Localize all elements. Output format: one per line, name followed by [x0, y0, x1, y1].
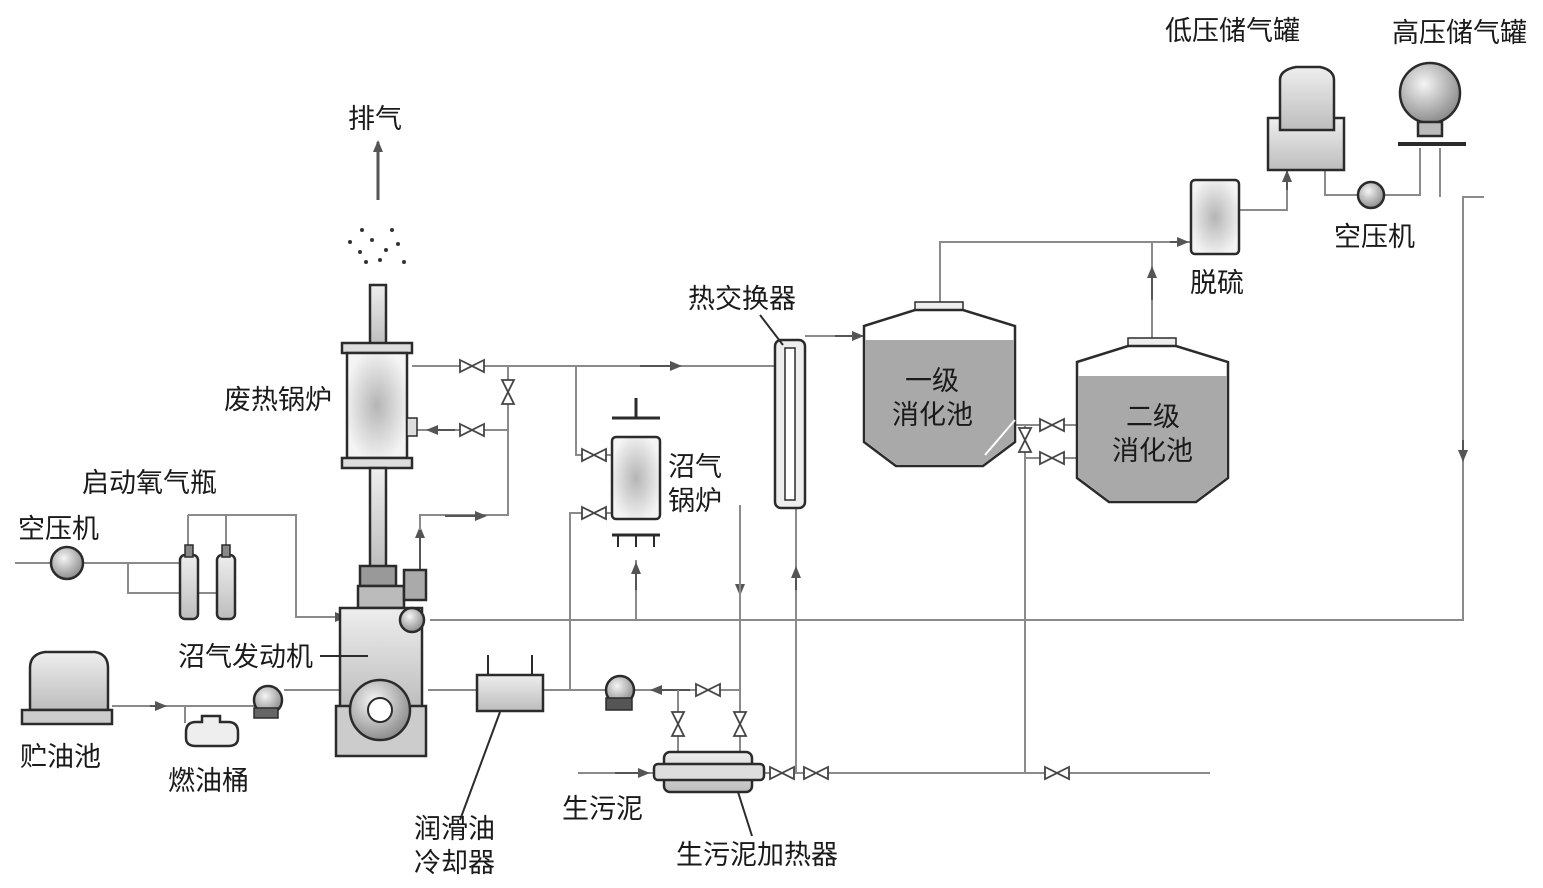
- sludge-heater: [652, 750, 766, 794]
- label-digester2-line1: 二级: [1126, 402, 1180, 433]
- heat-exchanger: [773, 338, 807, 510]
- oil-tank: [20, 650, 114, 726]
- exhaust-smoke: [348, 228, 406, 264]
- exchanger-leader-line: [759, 314, 784, 346]
- label-digester2-line2: 消化池: [1112, 436, 1193, 467]
- circulation-pump-icon: [604, 674, 636, 711]
- label-exhaust: 排气: [348, 104, 402, 135]
- label-low-pressure-tank: 低压储气罐: [1165, 16, 1300, 47]
- label-raw-sludge: 生污泥: [562, 794, 643, 825]
- label-biogas-engine: 沼气发动机: [178, 642, 313, 673]
- fuel-pump-icon: [252, 684, 284, 719]
- label-air-compressor-right: 空压机: [1334, 222, 1415, 253]
- low-pressure-gas-tank: [1266, 65, 1346, 172]
- label-lube-cooler-line2: 冷却器: [414, 848, 495, 879]
- label-sludge-heater: 生污泥加热器: [676, 840, 838, 871]
- label-biogas-boiler-line2: 锅炉: [668, 486, 722, 517]
- label-desulfur: 脱硫: [1190, 268, 1244, 299]
- label-heat-exchanger: 热交换器: [688, 284, 796, 315]
- label-digester1-line1: 一级: [905, 366, 959, 397]
- desulfurizer: [1189, 178, 1241, 256]
- air-compressor-right-icon: [1356, 180, 1386, 210]
- biogas-boiler: [610, 398, 662, 547]
- label-biogas-boiler-line1: 沼气: [668, 452, 722, 483]
- label-high-pressure-tank: 高压储气罐: [1392, 18, 1527, 49]
- label-fuel-drum: 燃油桶: [168, 766, 249, 797]
- air-compressor-left-icon: [49, 545, 85, 581]
- heater-leader-line: [737, 791, 753, 837]
- pipe-network: [15, 140, 1484, 778]
- high-pressure-gas-tank: [1398, 61, 1466, 146]
- fuel-drum: [184, 714, 240, 748]
- valves: [459, 358, 1070, 781]
- biogas-engine: [334, 564, 428, 758]
- label-air-compressor-left: 空压机: [18, 514, 99, 545]
- label-start-oxygen: 启动氧气瓶: [82, 468, 217, 499]
- labels: 排气 废热锅炉 启动氧气瓶 空压机 沼气发动机 贮油池 燃油桶 润滑油 冷却器 …: [18, 16, 1527, 879]
- waste-heat-boiler: [340, 283, 418, 570]
- secondary-digester: [1075, 337, 1230, 504]
- lube-oil-cooler: [475, 655, 545, 713]
- label-digester1-line2: 消化池: [892, 400, 973, 431]
- label-lube-cooler-line1: 润滑油: [414, 814, 495, 845]
- label-waste-heat-boiler: 废热锅炉: [224, 385, 332, 416]
- cooler-leader-line: [459, 711, 501, 821]
- label-oil-tank: 贮油池: [20, 742, 101, 773]
- start-oxygen-bottles: [178, 544, 237, 621]
- primary-digester: [862, 301, 1017, 468]
